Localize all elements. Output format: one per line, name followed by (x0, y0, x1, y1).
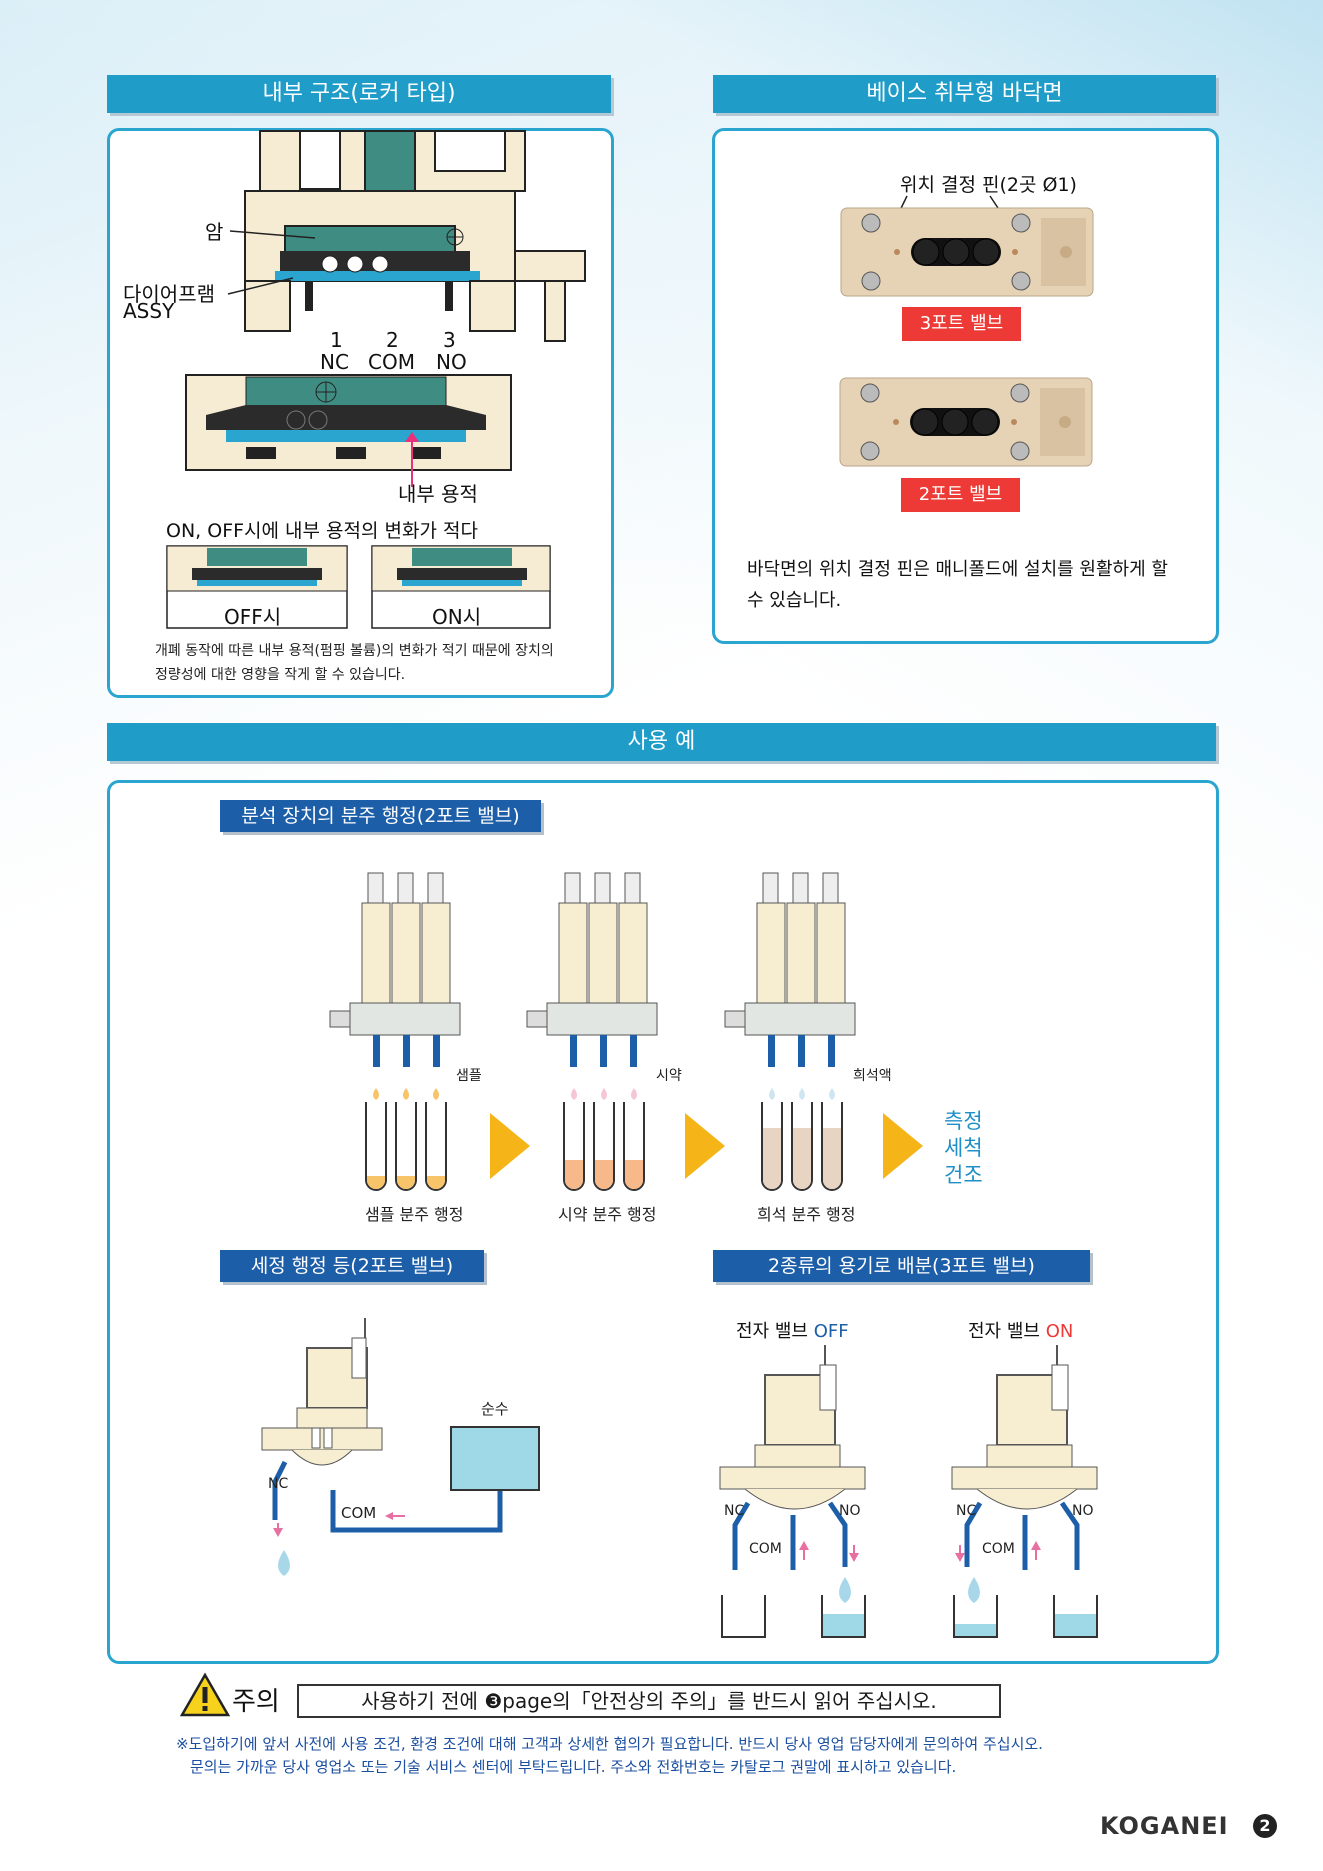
cleaning-label-nc: NC (268, 1476, 289, 1492)
warning-triangle-icon (179, 1672, 231, 1717)
valve-cross-section-illustration (244, 130, 586, 342)
result-dry: 건조 (944, 1163, 983, 1187)
label-liquid-reagent: 시약 (656, 1068, 682, 1084)
label-positioning-pin: 위치 결정 핀(2곳 Ø1) (900, 174, 1077, 196)
port-number-1: 1 (330, 328, 343, 352)
2port-valve-bottom-photo (839, 377, 1093, 467)
step-label-reagent: 시약 분주 행정 (558, 1205, 657, 1224)
diaphragm-leader-line (227, 277, 294, 295)
dispense-tubes-reagent (563, 1088, 645, 1191)
page-number-badge: 2 (1253, 1814, 1277, 1838)
dispense-manifold-1 (329, 872, 461, 1067)
internal-volume-pointer (405, 432, 419, 487)
dispense-tubes-diluent (761, 1088, 843, 1191)
process-arrow-3 (883, 1113, 923, 1179)
process-arrow-1 (490, 1113, 530, 1179)
dist-off-label-com: COM (749, 1541, 782, 1557)
dist-off-label-nc: NC (724, 1503, 745, 1519)
dispense-tubes-sample (365, 1088, 447, 1191)
pure-water-tank (450, 1426, 540, 1491)
valve-on-caption: 전자 밸브 ON (968, 1321, 1074, 1342)
dist-on-label-no: NO (1072, 1503, 1094, 1519)
koganei-logo: KOGANEI (1100, 1812, 1229, 1840)
base-bottom-header: 베이스 취부형 바닥면 (713, 75, 1216, 113)
internal-structure-desc-line1: 개폐 동작에 따른 내부 용적(펌핑 볼륨)의 변화가 적기 때문에 장치의 (155, 643, 554, 659)
3port-valve-bottom-photo (840, 207, 1094, 297)
step-label-sample: 샘플 분주 행정 (365, 1205, 464, 1224)
arm-leader-line (229, 230, 316, 239)
label-arm: 암 (205, 220, 224, 244)
port-number-2: 2 (386, 328, 399, 352)
usage-header: 사용 예 (107, 723, 1216, 761)
dist-on-label-nc: NC (956, 1503, 977, 1519)
valve-detail-illustration (185, 374, 512, 471)
caution-note-line1: ※도입하기에 앞서 사전에 사용 조건, 환경 조건에 대해 고객과 상세한 협… (176, 1735, 1043, 1753)
dispense-manifold-3 (724, 872, 856, 1067)
port-name-com: COM (368, 350, 415, 374)
state-on-text: ON (1045, 1321, 1074, 1342)
usage-panel (107, 780, 1219, 1664)
cleaning-drop (278, 1550, 290, 1576)
internal-structure-header: 내부 구조(로커 타입) (107, 75, 611, 113)
internal-structure-desc-line2: 정량성에 대한 영향을 작게 할 수 있습니다. (155, 667, 406, 683)
port-name-nc: NC (320, 350, 349, 374)
base-bottom-desc-line2: 수 있습니다. (747, 590, 842, 611)
label-diaphragm-assy: ASSY (123, 299, 175, 323)
cleaning-subheader: 세정 행정 등(2포트 밸브) (220, 1250, 484, 1282)
result-measure: 측정 (944, 1109, 983, 1133)
cleaning-label-com: COM (341, 1504, 377, 1522)
tag-2port-valve: 2포트 밸브 (901, 478, 1020, 512)
distribution-valve-off-illustration (719, 1345, 866, 1638)
cleaning-valve-illustration (261, 1318, 383, 1466)
off-state-illustration (166, 545, 348, 629)
port-name-no: NO (436, 350, 467, 374)
label-internal-volume: 내부 용적 (398, 482, 478, 506)
dist-off-label-no: NO (839, 1503, 861, 1519)
label-on-state: ON시 (432, 605, 482, 629)
label-liquid-diluent: 희석액 (853, 1068, 892, 1084)
caution-title: 주의 (232, 1687, 280, 1717)
caution-note-line2: 문의는 가까운 당사 영업소 또는 기술 서비스 센터에 부탁드립니다. 주소와… (190, 1758, 957, 1776)
cleaning-pipe-diagram (272, 1460, 503, 1537)
state-off-text: OFF (813, 1321, 849, 1342)
dispense-subheader: 분석 장치의 분주 행정(2포트 밸브) (220, 800, 541, 832)
label-diaphragm: 다이어프램 (123, 282, 215, 306)
port-number-3: 3 (443, 328, 456, 352)
label-volume-change: ON, OFF시에 내부 용적의 변화가 적다 (166, 520, 478, 542)
label-pure-water: 순수 (481, 1400, 509, 1418)
dist-on-label-com: COM (982, 1541, 1015, 1557)
on-state-illustration (371, 545, 551, 629)
valve-off-caption: 전자 밸브 OFF (736, 1321, 849, 1342)
label-off-state: OFF시 (224, 605, 282, 629)
caution-message-box: 사용하기 전에 ❸page의「안전상의 주의」를 반드시 읽어 주십시오. (297, 1684, 1001, 1718)
step-label-diluent: 희석 분주 행정 (757, 1205, 856, 1224)
dispense-manifold-2 (526, 872, 658, 1067)
base-bottom-desc-line1: 바닥면의 위치 결정 핀은 매니폴드에 설치를 원활하게 할 (747, 559, 1168, 580)
distribution-valve-on-illustration (951, 1345, 1098, 1638)
process-arrow-2 (685, 1113, 725, 1179)
result-clean: 세척 (944, 1136, 983, 1160)
distribution-subheader: 2종류의 용기로 배분(3포트 밸브) (713, 1250, 1090, 1282)
label-liquid-sample: 샘플 (456, 1068, 482, 1084)
tag-3port-valve: 3포트 밸브 (902, 307, 1021, 341)
